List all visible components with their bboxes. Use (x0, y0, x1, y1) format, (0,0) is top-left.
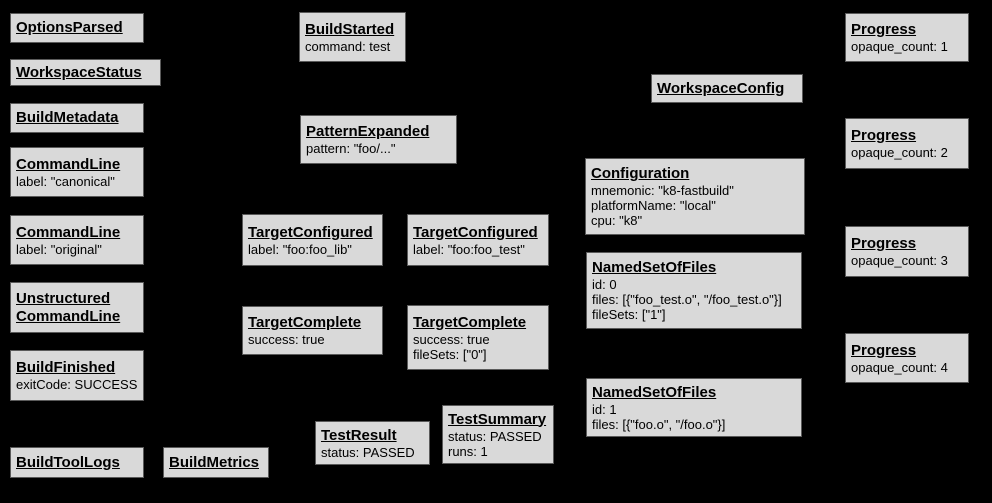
node-title: CommandLine (16, 155, 121, 173)
node-title: Configuration (591, 165, 690, 182)
node-title: PatternExpanded (306, 123, 430, 140)
node-target-configured-foo-test: TargetConfigured label: "foo:foo_test" (407, 214, 549, 266)
node-workspace-status: WorkspaceStatus (10, 59, 161, 86)
node-field: label: "foo:foo_test" (413, 241, 525, 257)
node-field: status: PASSED (448, 428, 542, 444)
node-title: NamedSetOfFiles (592, 383, 717, 401)
node-title: TargetComplete (248, 314, 362, 331)
node-build-metrics: BuildMetrics (163, 447, 269, 478)
node-title: TestResult (321, 426, 397, 444)
node-named-set-of-files-1: NamedSetOfFiles id: 1 files: [{"foo.o", … (586, 378, 802, 437)
node-unstructured-command-line: Unstructured CommandLine (10, 282, 144, 333)
node-field: opaque_count: 2 (851, 145, 948, 160)
node-field: status: PASSED (321, 444, 415, 460)
node-command-line-canonical: CommandLine label: "canonical" (10, 147, 144, 197)
node-build-tool-logs: BuildToolLogs (10, 447, 144, 478)
node-target-complete-foo-test: TargetComplete success: true fileSets: [… (407, 305, 549, 370)
node-title: Unstructured CommandLine (16, 289, 121, 325)
node-field: platformName: "local" (591, 198, 716, 213)
node-target-configured-foo-lib: TargetConfigured label: "foo:foo_lib" (242, 214, 383, 266)
node-field: opaque_count: 3 (851, 253, 948, 268)
node-target-complete-foo-lib: TargetComplete success: true (242, 306, 383, 355)
node-field: label: "original" (16, 241, 102, 257)
node-title: BuildMetadata (16, 109, 119, 126)
node-title: BuildFinished (16, 359, 116, 376)
node-options-parsed: OptionsParsed (10, 13, 144, 43)
node-build-started: BuildStarted command: test (299, 12, 406, 62)
node-field: opaque_count: 4 (851, 359, 948, 375)
node-title: TargetConfigured (413, 223, 538, 241)
node-pattern-expanded: PatternExpanded pattern: "foo/..." (300, 115, 457, 164)
node-title: NamedSetOfFiles (592, 259, 717, 276)
node-field: exitCode: SUCCESS (16, 377, 138, 392)
node-field: cpu: "k8" (591, 213, 643, 228)
node-field: command: test (305, 38, 391, 54)
node-title: CommandLine (16, 223, 121, 241)
node-title: Progress (851, 235, 917, 252)
node-build-finished: BuildFinished exitCode: SUCCESS (10, 350, 144, 401)
node-title: WorkspaceConfig (657, 79, 785, 97)
node-test-result: TestResult status: PASSED (315, 421, 430, 465)
node-field: label: "canonical" (16, 173, 115, 189)
node-field: files: [{"foo.o", "/foo.o"}] (592, 416, 726, 432)
node-title: BuildStarted (305, 20, 395, 38)
node-field: id: 1 (592, 401, 617, 417)
node-field: opaque_count: 1 (851, 39, 948, 54)
node-title: BuildToolLogs (16, 453, 120, 471)
node-progress-4: Progress opaque_count: 4 (845, 333, 969, 383)
node-field: label: "foo:foo_lib" (248, 241, 352, 257)
node-title: TargetConfigured (248, 223, 373, 241)
node-title: Progress (851, 21, 917, 38)
node-workspace-config: WorkspaceConfig (651, 74, 803, 103)
node-title: Progress (851, 341, 917, 359)
node-field: success: true (248, 332, 325, 347)
node-test-summary: TestSummary status: PASSED runs: 1 (442, 405, 554, 464)
node-field: files: [{"foo_test.o", "/foo_test.o"}] (592, 292, 782, 307)
node-field: fileSets: ["1"] (592, 307, 666, 322)
node-progress-1: Progress opaque_count: 1 (845, 13, 969, 62)
node-progress-3: Progress opaque_count: 3 (845, 226, 969, 277)
node-field: mnemonic: "k8-fastbuild" (591, 183, 734, 198)
node-named-set-of-files-0: NamedSetOfFiles id: 0 files: [{"foo_test… (586, 252, 802, 329)
node-command-line-original: CommandLine label: "original" (10, 215, 144, 265)
node-field: id: 0 (592, 277, 617, 292)
node-configuration: Configuration mnemonic: "k8-fastbuild" p… (585, 158, 805, 235)
node-field: pattern: "foo/..." (306, 141, 396, 156)
node-title: OptionsParsed (16, 19, 123, 36)
node-title: TargetComplete (413, 313, 527, 331)
node-title: TestSummary (448, 410, 547, 428)
node-field: success: true (413, 331, 490, 347)
node-title: BuildMetrics (169, 453, 260, 471)
node-title: Progress (851, 127, 917, 144)
node-field: runs: 1 (448, 443, 488, 459)
node-title: WorkspaceStatus (16, 63, 142, 81)
node-field: fileSets: ["0"] (413, 346, 487, 362)
node-build-metadata: BuildMetadata (10, 103, 144, 133)
node-progress-2: Progress opaque_count: 2 (845, 118, 969, 169)
